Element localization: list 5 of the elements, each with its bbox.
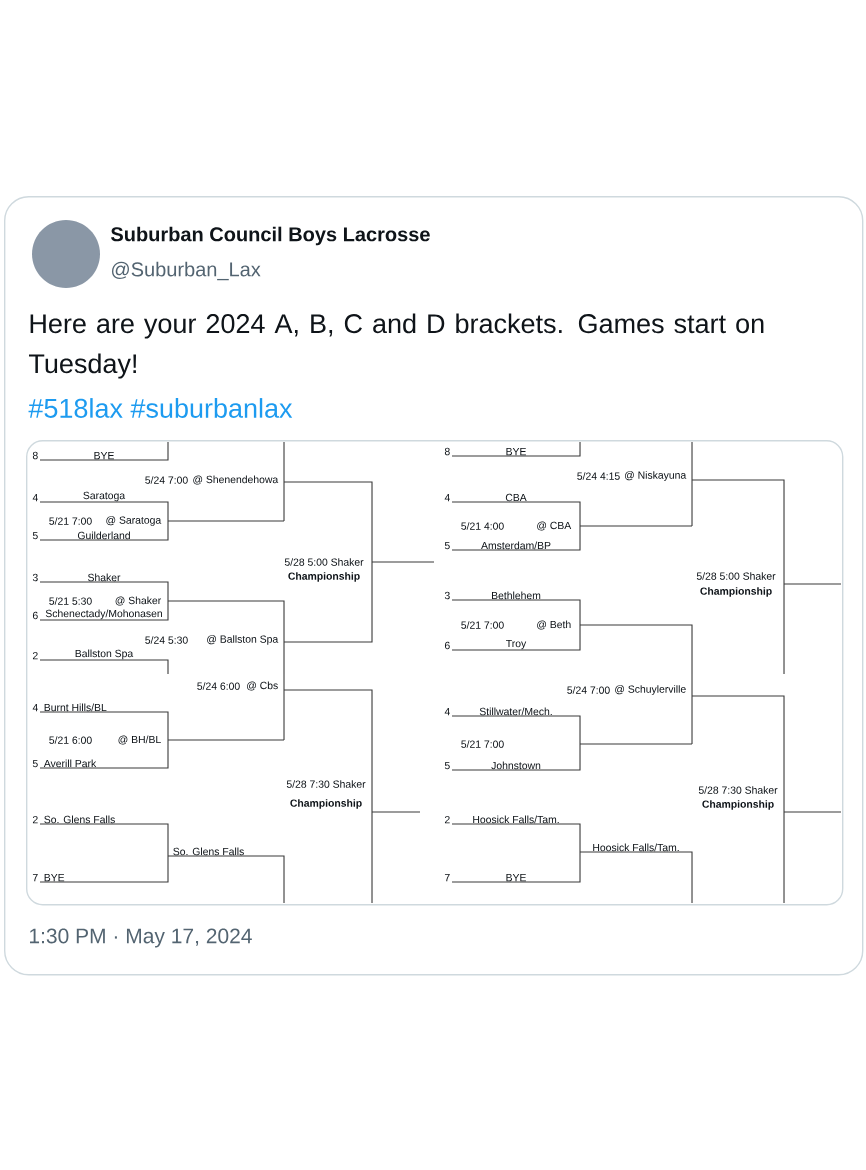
- tweet-text: Here are your 2024 A, B, C and D brackets. Games start on Tuesday!: [29, 313, 764, 379]
- hashtag-links: #518lax #suburbanlax: [28, 398, 293, 418]
- timestamp: 1:30 PM · May 17, 2024: [30, 928, 252, 948]
- account-handle: @Suburban_Lax: [111, 261, 261, 281]
- account-name: Suburban Council Boys Lacrosse: [110, 226, 430, 246]
